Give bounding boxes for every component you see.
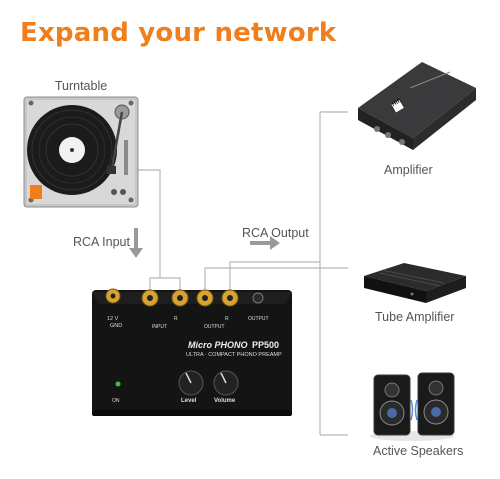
volume-knob-label: Volume: [214, 398, 236, 404]
connector-lines: [137, 111, 348, 436]
rca-input-arrow: [129, 228, 143, 258]
page-heading: Expand your network: [20, 18, 337, 48]
rca-output-arrow: [250, 236, 280, 250]
amplifier-image: [358, 62, 476, 150]
phono-preamp-image: [92, 288, 292, 416]
level-knob-label: Level: [181, 398, 197, 404]
tube-amplifier-label: Tube Amplifier: [375, 310, 455, 324]
preamp-tagline: ULTRA · COMPACT PHONO PREAMP: [186, 352, 282, 358]
rca-output-label: RCA Output: [242, 226, 309, 240]
input-r-label: R: [174, 316, 178, 322]
output2-panel-label: OUTPUT: [248, 316, 269, 322]
output-r-label: R: [225, 316, 229, 322]
input-jacks: [105, 288, 189, 307]
input-panel-label: INPUT: [152, 324, 167, 330]
level-knob: [178, 370, 204, 396]
rca-input-label: RCA Input: [73, 235, 130, 249]
output-jacks: [196, 289, 264, 307]
power-switch-label: ON: [112, 398, 120, 404]
preamp-brand: Micro PHONO: [188, 340, 248, 350]
gnd-label: GND: [110, 323, 123, 329]
turntable-image: [23, 96, 139, 208]
volume-knob: [213, 370, 239, 396]
tube-amplifier-image: [364, 263, 466, 303]
output-panel-label: OUTPUT: [204, 324, 225, 330]
active-speakers-image: [370, 372, 455, 441]
power-label: 12 V: [107, 316, 119, 322]
active-speakers-label: Active Speakers: [373, 444, 464, 458]
amplifier-label: Amplifier: [384, 163, 433, 177]
preamp-model: PP500: [252, 340, 280, 350]
turntable-label: Turntable: [54, 79, 108, 93]
